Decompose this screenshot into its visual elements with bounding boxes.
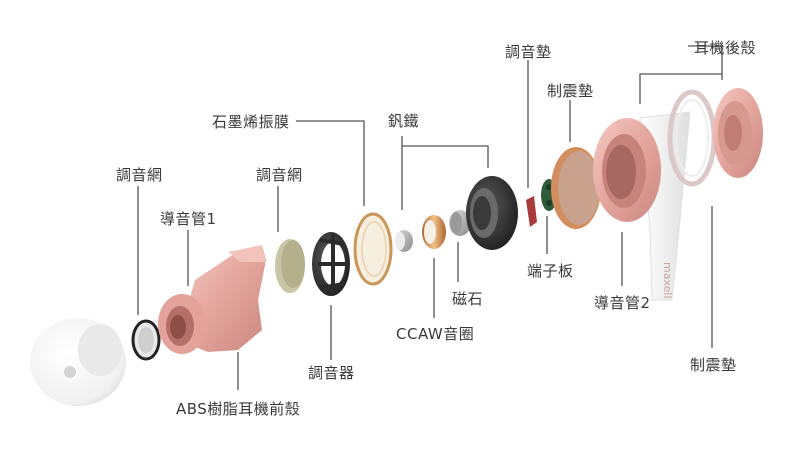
label-rear-shell: 耳機後殼 [694,39,757,57]
label-front-shell: ABS樹脂耳機前殼 [176,400,301,418]
damping-pad-copper [551,147,601,229]
mesh-filter-1 [131,319,161,361]
rear-shell: maxell [593,111,691,301]
label-sound-tube-2: 導音管2 [594,294,651,312]
label-damping-pad-top: 制震墊 [547,82,594,100]
label-vanadium-iron: 釩鐵 [388,112,420,130]
leader-diaphragm [296,120,365,206]
label-terminal-board: 端子板 [527,262,574,280]
pole-piece [395,230,413,252]
leader-rear-shell [639,45,723,104]
label-magnet: 磁石 [452,290,484,308]
transparent-ring [667,89,717,187]
label-sound-tube-1: 導音管1 [160,210,217,228]
magnet-disc [449,210,471,236]
label-mesh-2: 調音網 [256,166,303,184]
tuning-mesh-2 [275,239,305,293]
graphene-diaphragm [353,212,393,286]
label-damping-pad-bottom: 制震墊 [690,356,737,374]
label-tuning-pad: 調音墊 [505,43,552,61]
abs-front-shell [158,245,266,354]
label-ccaw-coil: CCAW音圈 [396,325,475,343]
label-tuner: 調音器 [308,364,355,382]
vanadium-iron-yoke [466,176,518,250]
label-graphene-diaphragm: 石墨烯振膜 [212,113,290,131]
leader-vanadium-iron [401,136,489,210]
ccaw-voice-coil [422,215,446,249]
tuning-pad-red [526,196,537,227]
label-ear-tip-mesh: 調音網 [116,166,163,184]
rear-cap [713,88,763,178]
brand-mark: maxell [661,262,674,299]
leader-lines [137,45,723,390]
tuner-ring [312,232,350,296]
silicone-ear-tip [30,318,126,406]
